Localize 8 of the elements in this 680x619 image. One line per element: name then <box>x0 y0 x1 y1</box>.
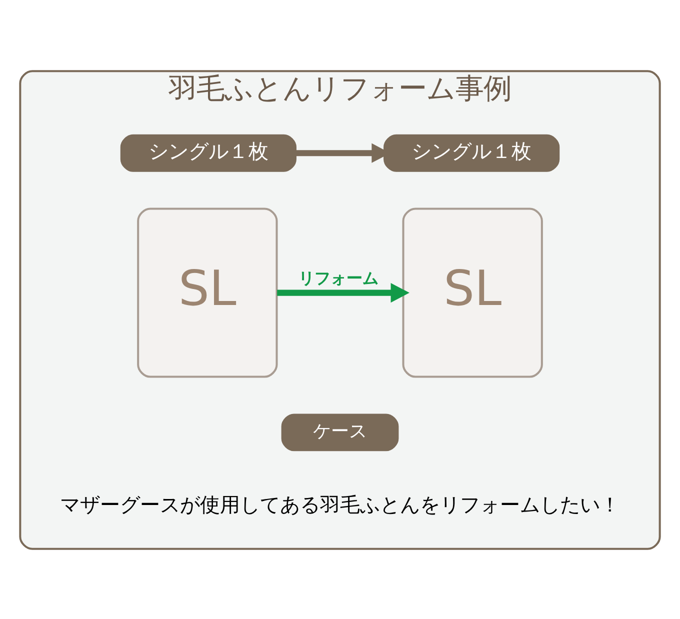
node-box: シングル１枚 <box>120 134 296 172</box>
node-box: シングル１枚 <box>384 134 560 172</box>
arrow <box>277 282 410 302</box>
node-box: SL <box>137 207 278 378</box>
edge-label: リフォーム <box>298 268 379 287</box>
node-box: SL <box>402 207 543 378</box>
node-box: ケース <box>281 413 399 451</box>
label: マザーグースが使用してある羽毛ふとんをリフォームしたい！ <box>60 492 620 516</box>
